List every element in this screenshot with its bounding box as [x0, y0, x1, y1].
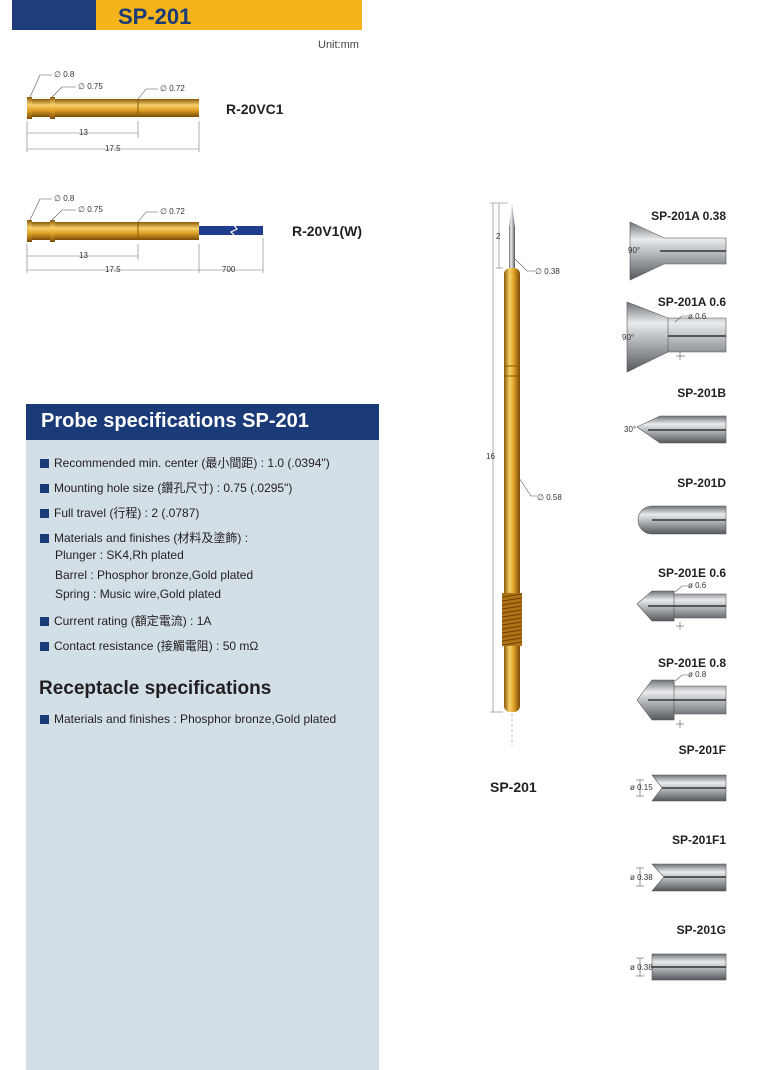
r2-dia-075: ∅ 0.75 [78, 205, 103, 214]
bullet-square-icon [40, 715, 49, 724]
bullet-square-icon [40, 459, 49, 468]
tip-sp201e-06-label: SP-201E 0.6 [657, 566, 726, 580]
r1-len-13: 13 [79, 128, 88, 137]
unit-label: Unit:mm [318, 39, 359, 51]
tip-sp201b-label: SP-201B [677, 386, 726, 400]
r2-len-700: 700 [222, 265, 236, 274]
tip-sp201g-label: SP-201G [676, 923, 726, 937]
spec-title: Probe specifications SP-201 [41, 410, 309, 432]
probe-length-dim: 16 [486, 452, 495, 461]
spec-item: Recommended min. center (最小間距) : 1.0 (.0… [40, 454, 330, 471]
tip-sp201a-06-dia: ø 0.6 [688, 312, 707, 321]
bullet-square-icon [40, 642, 49, 651]
r1-dia-08: ∅ 0.8 [54, 70, 75, 79]
spec-item: Mounting hole size (鑽孔尺寸) : 0.75 (.0295"… [40, 479, 292, 496]
tip-sp201d-label: SP-201D [677, 476, 726, 490]
bullet-square-icon [40, 484, 49, 493]
spec-item: Current rating (額定電流) : 1A [40, 612, 211, 629]
tip-sp201b-drawing [636, 415, 727, 444]
bullet-square-icon [40, 617, 49, 626]
tip-sp201a-038-angle: 90° [628, 246, 641, 255]
spec-material-line: Plunger : SK4,Rh plated [55, 548, 184, 562]
spec-item: Contact resistance (接觸電阻) : 50 mΩ [40, 637, 258, 654]
spec-material-line: Spring : Music wire,Gold plated [55, 587, 222, 601]
tip-sp201a-06-drawing [626, 301, 727, 373]
tip-sp201e-08-label: SP-201E 0.8 [657, 656, 726, 670]
spec-item: Full travel (行程) : 2 (.0787) [40, 504, 199, 521]
r2-len-13: 13 [79, 251, 88, 260]
probe-sp201-drawing [490, 202, 537, 745]
receptacle-spec-title: Receptacle specifications [39, 678, 272, 699]
bullet-square-icon [40, 509, 49, 518]
probe-name-label: SP-201 [490, 779, 537, 795]
tip-sp201a-038-drawing [629, 221, 727, 281]
r2-dia-072: ∅ 0.72 [160, 207, 185, 216]
tip-sp201f-label: SP-201F [678, 743, 726, 757]
title-banner-accent [12, 0, 96, 30]
bullet-square-icon [40, 534, 49, 543]
tip-sp201e-08-dia: ø 0.8 [688, 670, 707, 679]
tip-sp201f1-drawing [636, 863, 727, 892]
r1-dia-075: ∅ 0.75 [78, 82, 103, 91]
probe-travel-dim: 2 [496, 232, 501, 241]
tip-sp201e-06-dia: ø 0.6 [688, 581, 707, 590]
tip-sp201g-dia: ø 0.38 [630, 963, 653, 972]
tip-sp201a-038-label: SP-201A 0.38 [651, 209, 726, 223]
receptacle-r20v1w-drawing [26, 198, 264, 273]
tip-sp201f1-dia: ø 0.38 [630, 873, 653, 882]
spec-item: Materials and finishes (材料及塗飾) : [40, 529, 248, 546]
tip-sp201a-06-angle: 90° [622, 333, 635, 342]
r2-len-175: 17.5 [105, 265, 121, 274]
probe-barrel-dia: ∅ 0.58 [537, 493, 562, 502]
page-title: SP-201 [118, 4, 192, 29]
spec-panel [26, 404, 379, 1070]
receptacle-r20vc1-label: R-20VC1 [226, 101, 284, 117]
tip-sp201e-08-drawing [636, 674, 727, 728]
tip-sp201f1-label: SP-201F1 [671, 833, 726, 847]
r1-len-175: 17.5 [105, 144, 121, 153]
tip-sp201g-drawing [636, 953, 727, 981]
tip-sp201e-06-drawing [636, 585, 727, 630]
receptacle-spec-item: Materials and finishes : Phosphor bronze… [40, 712, 336, 726]
tip-sp201d-drawing [637, 505, 727, 535]
r1-dia-072: ∅ 0.72 [160, 84, 185, 93]
spec-header-bar [26, 404, 379, 440]
probe-tip-dia: ∅ 0.38 [535, 267, 560, 276]
tip-sp201f-dia: ø 0.15 [630, 783, 653, 792]
tip-sp201f-drawing [636, 774, 727, 802]
r2-dia-08: ∅ 0.8 [54, 194, 75, 203]
tip-sp201a-06-label: SP-201A 0.6 [657, 295, 726, 309]
receptacle-r20v1w-label: R-20V1(W) [292, 223, 363, 239]
spec-material-line: Barrel : Phosphor bronze,Gold plated [55, 568, 254, 582]
tip-sp201b-angle: 30° [624, 425, 637, 434]
receptacle-r20vc1-drawing [26, 74, 200, 152]
